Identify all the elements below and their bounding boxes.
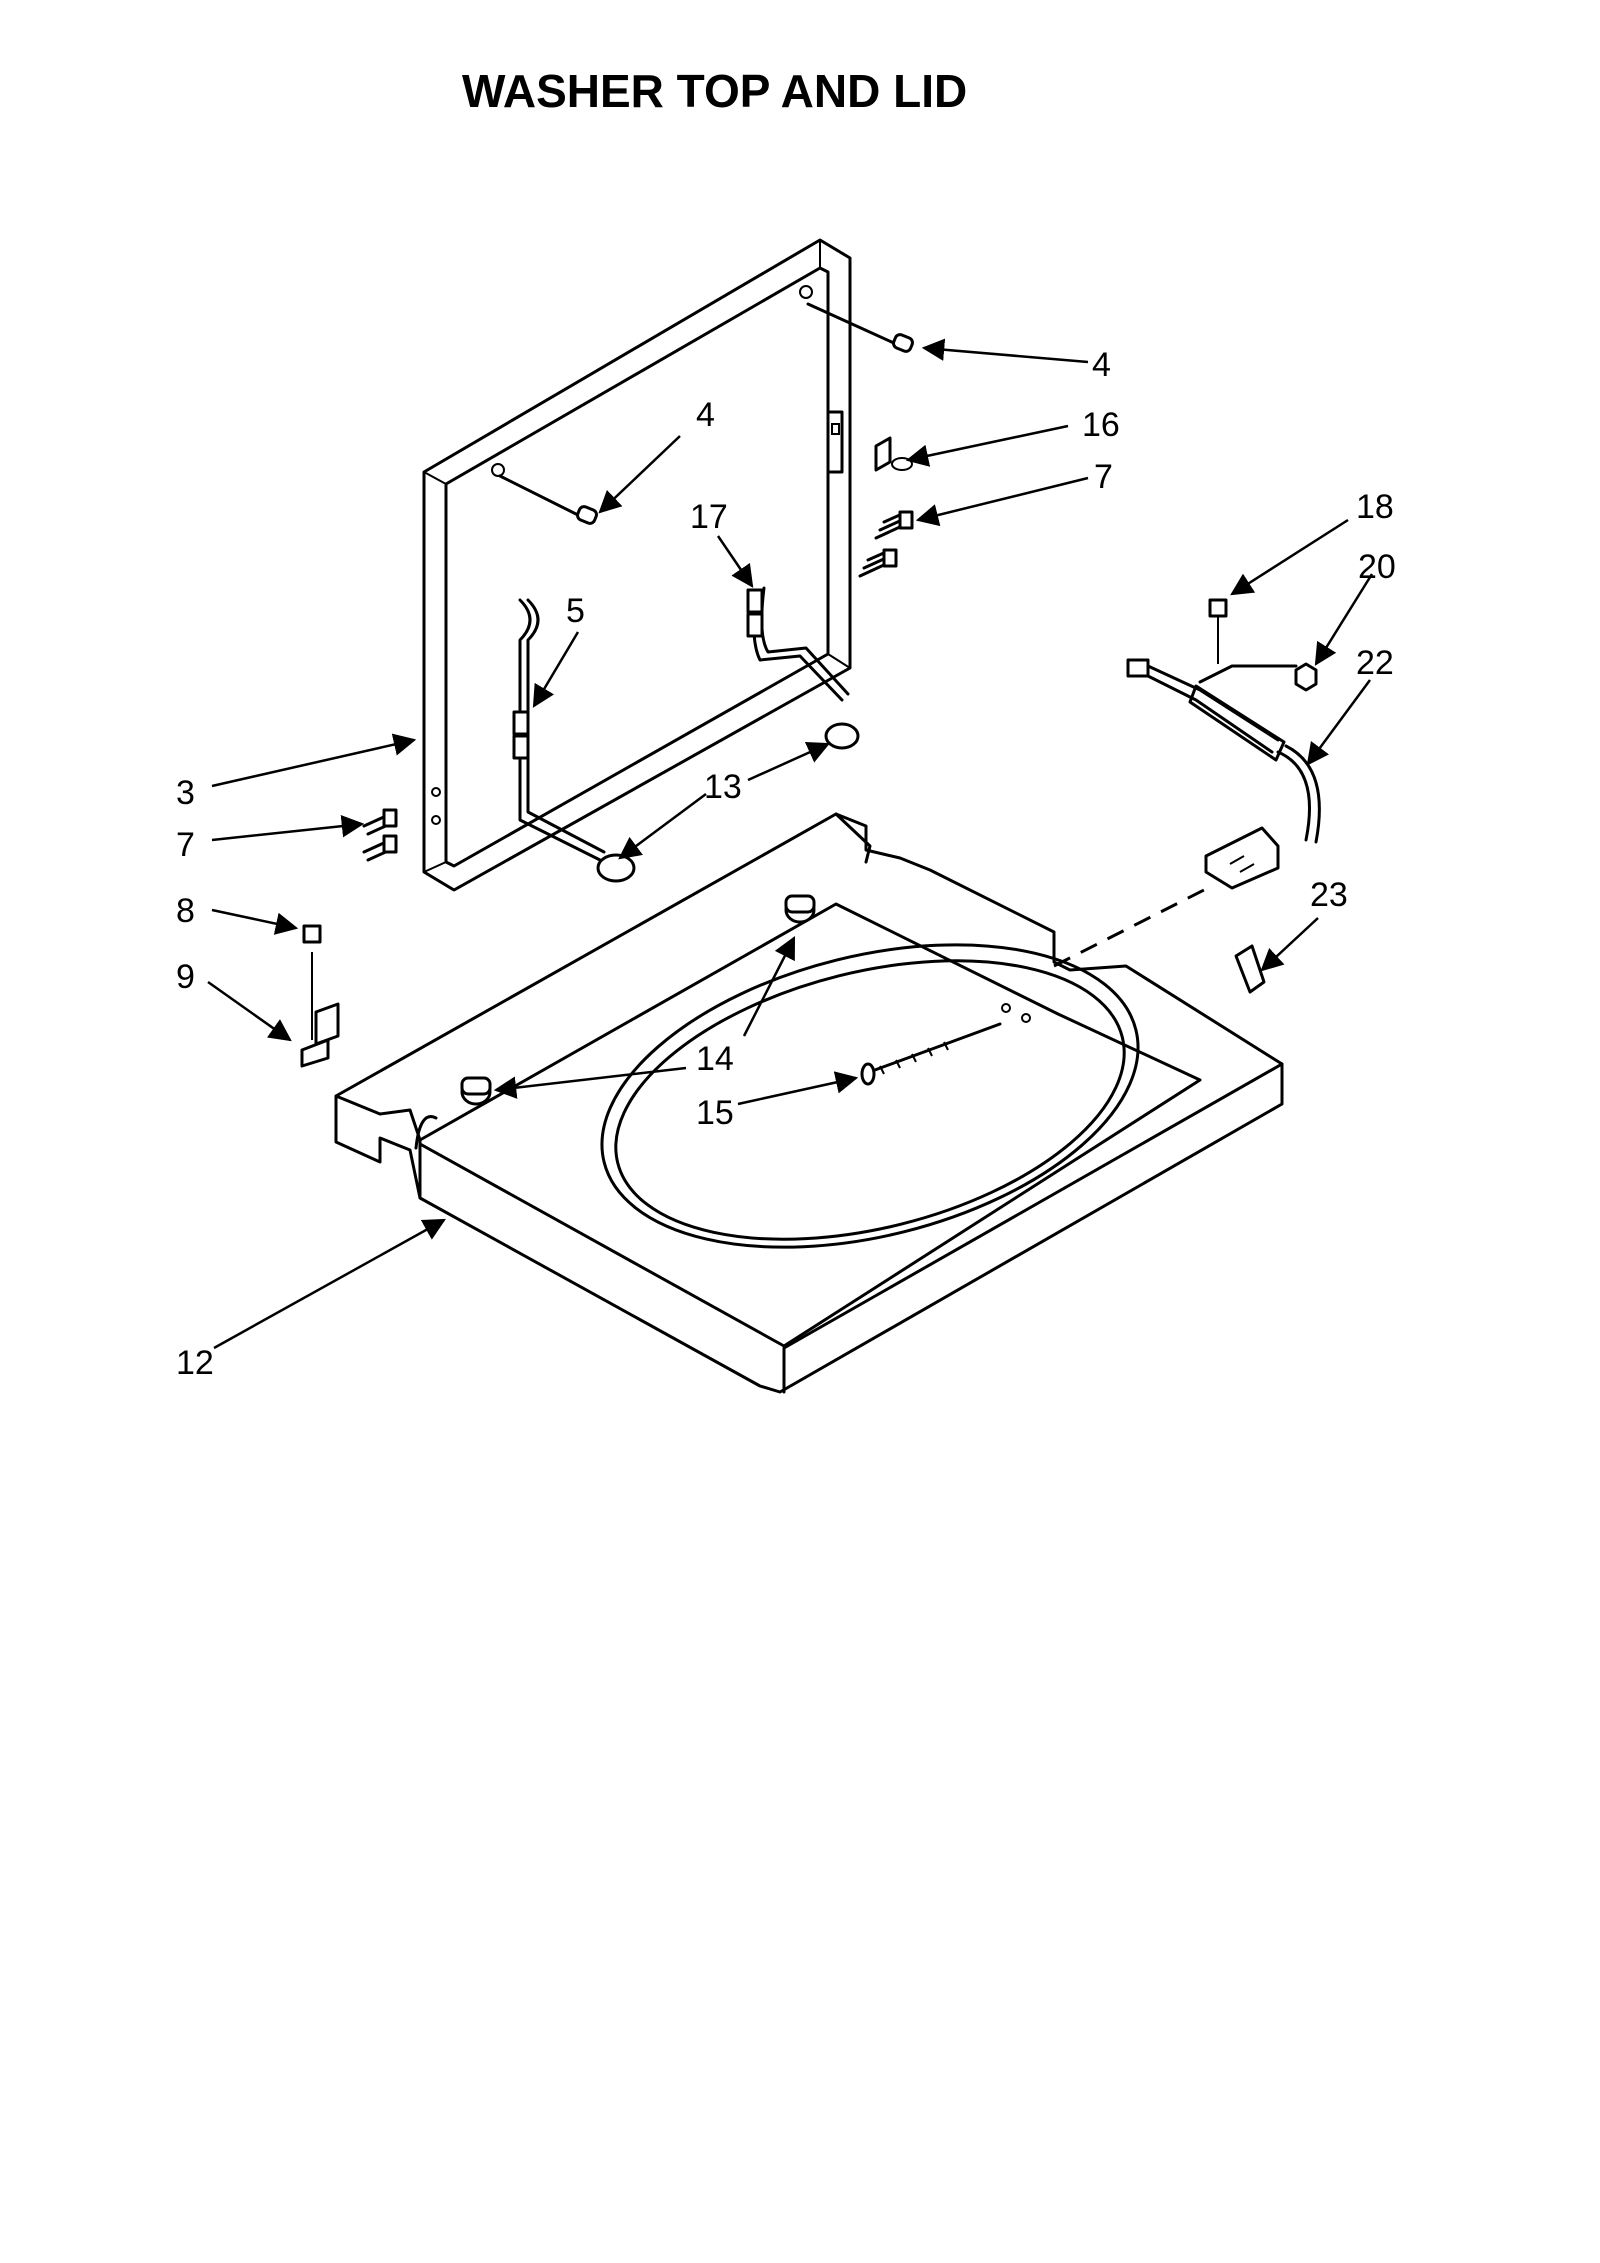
- hinge-bracket: [300, 924, 340, 1068]
- callout-16: 16: [1082, 406, 1120, 444]
- lid-pin-upper-left: [498, 474, 598, 525]
- diagram-title-text: WASHER TOP AND LID: [462, 65, 968, 117]
- callout-20: 20: [1358, 548, 1396, 586]
- callout-9: 9: [176, 958, 195, 996]
- callout-13: 13: [704, 768, 742, 806]
- callout-14: 14: [696, 1040, 734, 1078]
- callout-8: 8: [176, 892, 195, 930]
- leader-lines: [207, 338, 1374, 1350]
- callout-7-left: 7: [176, 826, 195, 864]
- top-screw: [860, 1022, 1002, 1086]
- harness-clip: [1234, 944, 1266, 994]
- hinge-screws-left: [362, 808, 398, 862]
- lid-frame: [422, 238, 852, 892]
- callout-labels: 4 4 16 7 17 18 20 22 5 3 13 7 8 9 23 14 …: [176, 346, 1396, 1382]
- callout-4-upper-right: 4: [1092, 346, 1111, 384]
- callout-22: 22: [1356, 644, 1394, 682]
- top-bumper-rear: [784, 894, 816, 924]
- washer-top: [334, 812, 1284, 1394]
- callout-18: 18: [1356, 488, 1394, 526]
- callout-3: 3: [176, 774, 195, 812]
- callout-17: 17: [690, 498, 728, 536]
- callout-12: 12: [176, 1344, 214, 1382]
- callout-23: 23: [1310, 876, 1348, 914]
- top-bumper-front: [460, 1076, 492, 1106]
- lid-pin-upper-right: [806, 302, 914, 353]
- callout-5: 5: [566, 592, 585, 630]
- lid-strike-bracket: [826, 410, 913, 474]
- harness-connection-line: [1053, 888, 1205, 968]
- hinge-screws-right: [858, 510, 914, 578]
- lid-hinge-rod: [512, 586, 860, 883]
- lid-switch-harness: [1126, 598, 1321, 890]
- callout-15: 15: [696, 1094, 734, 1132]
- callout-7-right: 7: [1094, 458, 1113, 496]
- callout-4-upper-left: 4: [696, 396, 715, 434]
